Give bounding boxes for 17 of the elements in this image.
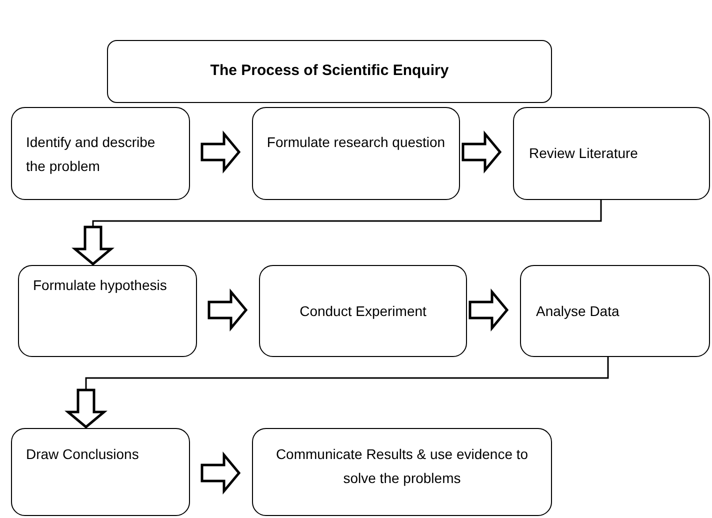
- process-box: [520, 265, 710, 357]
- step-label: Conduct Experiment: [300, 302, 426, 321]
- step-label: Analyse Data: [536, 302, 620, 321]
- process-box: [11, 428, 190, 516]
- step-label: Formulate hypothesis: [33, 276, 167, 295]
- process-box: [18, 265, 197, 357]
- process-box: [252, 428, 552, 516]
- process-box: [513, 107, 710, 200]
- step-label: Draw Conclusions: [26, 445, 139, 464]
- step-label: Formulate research question: [266, 133, 446, 152]
- process-box: [259, 265, 467, 357]
- process-box: [252, 107, 460, 200]
- step-label: Communicate Results & use evidence to solve the problems: [275, 445, 529, 488]
- step-label: Identify and describe the problem: [26, 133, 156, 176]
- process-box: [11, 107, 190, 200]
- step-label: Review Literature: [529, 144, 638, 163]
- title-box: The Process of Scientific Enquiry: [107, 40, 552, 103]
